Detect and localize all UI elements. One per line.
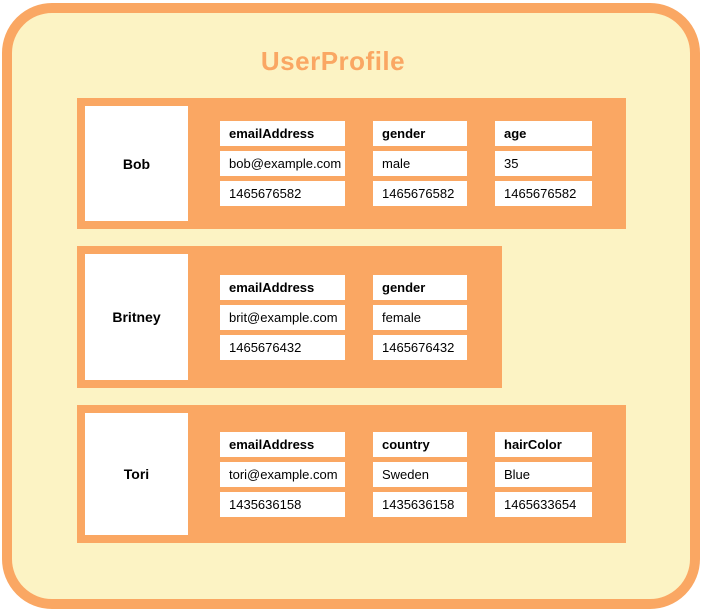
column-gender: gender female 1465676432 xyxy=(373,274,467,360)
column-timestamp-cell: 1465633654 xyxy=(495,491,592,517)
row-key-box: Bob xyxy=(85,106,188,221)
column-name-cell: age xyxy=(495,121,592,146)
column-value-cell: brit@example.com xyxy=(220,304,345,330)
column-name-cell: country xyxy=(373,431,467,457)
column-timestamp-cell: 1435636158 xyxy=(373,491,467,517)
row-key-box: Tori xyxy=(85,413,188,535)
column-name-cell: emailAddress xyxy=(220,274,345,300)
column-emailaddress: emailAddress tori@example.com 1435636158 xyxy=(220,431,345,517)
column-timestamp-cell: 1465676582 xyxy=(373,181,467,206)
row-key-label: Britney xyxy=(112,309,161,325)
column-value-cell: male xyxy=(373,151,467,176)
column-country: country Sweden 1435636158 xyxy=(373,431,467,517)
column-timestamp-cell: 1435636158 xyxy=(220,491,345,517)
column-emailaddress: emailAddress bob@example.com 1465676582 xyxy=(220,121,345,206)
column-timestamp-cell: 1465676582 xyxy=(495,181,592,206)
column-timestamp-cell: 1465676432 xyxy=(373,334,467,360)
column-name-cell: hairColor xyxy=(495,431,592,457)
column-value-cell: tori@example.com xyxy=(220,461,345,487)
column-value-cell: bob@example.com xyxy=(220,151,345,176)
column-name-cell: gender xyxy=(373,121,467,146)
row-key-label: Tori xyxy=(123,466,150,482)
column-value-cell: female xyxy=(373,304,467,330)
row-key-label: Bob xyxy=(122,155,151,172)
diagram-title: UserProfile xyxy=(260,46,406,76)
column-name-cell: emailAddress xyxy=(220,121,345,146)
row-tori: Tori emailAddress tori@example.com 14356… xyxy=(77,405,626,543)
column-timestamp-cell: 1465676582 xyxy=(220,181,345,206)
column-value-cell: 35 xyxy=(495,151,592,176)
row-bob: Bob emailAddress bob@example.com 1465676… xyxy=(77,98,626,229)
column-haircolor: hairColor Blue 1465633654 xyxy=(495,431,592,517)
column-name-cell: gender xyxy=(373,274,467,300)
column-value-cell: Sweden xyxy=(373,461,467,487)
row-key-box: Britney xyxy=(85,254,188,380)
column-emailaddress: emailAddress brit@example.com 1465676432 xyxy=(220,274,345,360)
column-timestamp-cell: 1465676432 xyxy=(220,334,345,360)
column-name-cell: emailAddress xyxy=(220,431,345,457)
column-age: age 35 1465676582 xyxy=(495,121,592,206)
row-britney: Britney emailAddress brit@example.com 14… xyxy=(77,246,502,388)
column-gender: gender male 1465676582 xyxy=(373,121,467,206)
column-value-cell: Blue xyxy=(495,461,592,487)
